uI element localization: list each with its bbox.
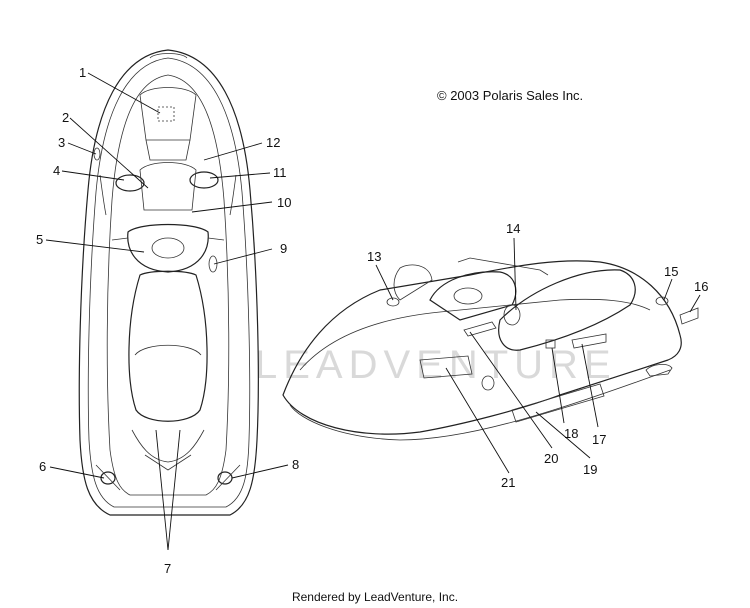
callout-15: 15 (664, 264, 678, 279)
callout-9: 9 (280, 241, 287, 256)
callout-4: 4 (53, 163, 60, 178)
callout-13: 13 (367, 249, 381, 264)
watermark-text: LEADVENTURE (255, 343, 617, 387)
callout-20: 20 (544, 451, 558, 466)
side-view-watercraft (282, 257, 699, 441)
callout-10: 10 (277, 195, 291, 210)
callout-14: 14 (506, 221, 520, 236)
callout-labels: 1 2 3 4 5 6 7 8 9 10 11 12 13 14 15 16 1… (36, 65, 708, 576)
callout-12: 12 (266, 135, 280, 150)
callout-6: 6 (39, 459, 46, 474)
callout-16: 16 (694, 279, 708, 294)
callout-11: 11 (273, 165, 287, 180)
callout-2: 2 (62, 110, 69, 125)
callout-3: 3 (58, 135, 65, 150)
leader-lines (45, 72, 701, 551)
top-view-watercraft (78, 49, 259, 516)
callout-8: 8 (292, 457, 299, 472)
callout-5: 5 (36, 232, 43, 247)
callout-18: 18 (564, 426, 578, 441)
copyright-notice: © 2003 Polaris Sales Inc. (437, 88, 584, 103)
footer-credit: Rendered by LeadVenture, Inc. (291, 590, 459, 604)
callout-19: 19 (583, 462, 597, 477)
callout-21: 21 (501, 475, 515, 490)
callout-17: 17 (592, 432, 606, 447)
callout-1: 1 (79, 65, 86, 80)
callout-7: 7 (164, 561, 171, 576)
